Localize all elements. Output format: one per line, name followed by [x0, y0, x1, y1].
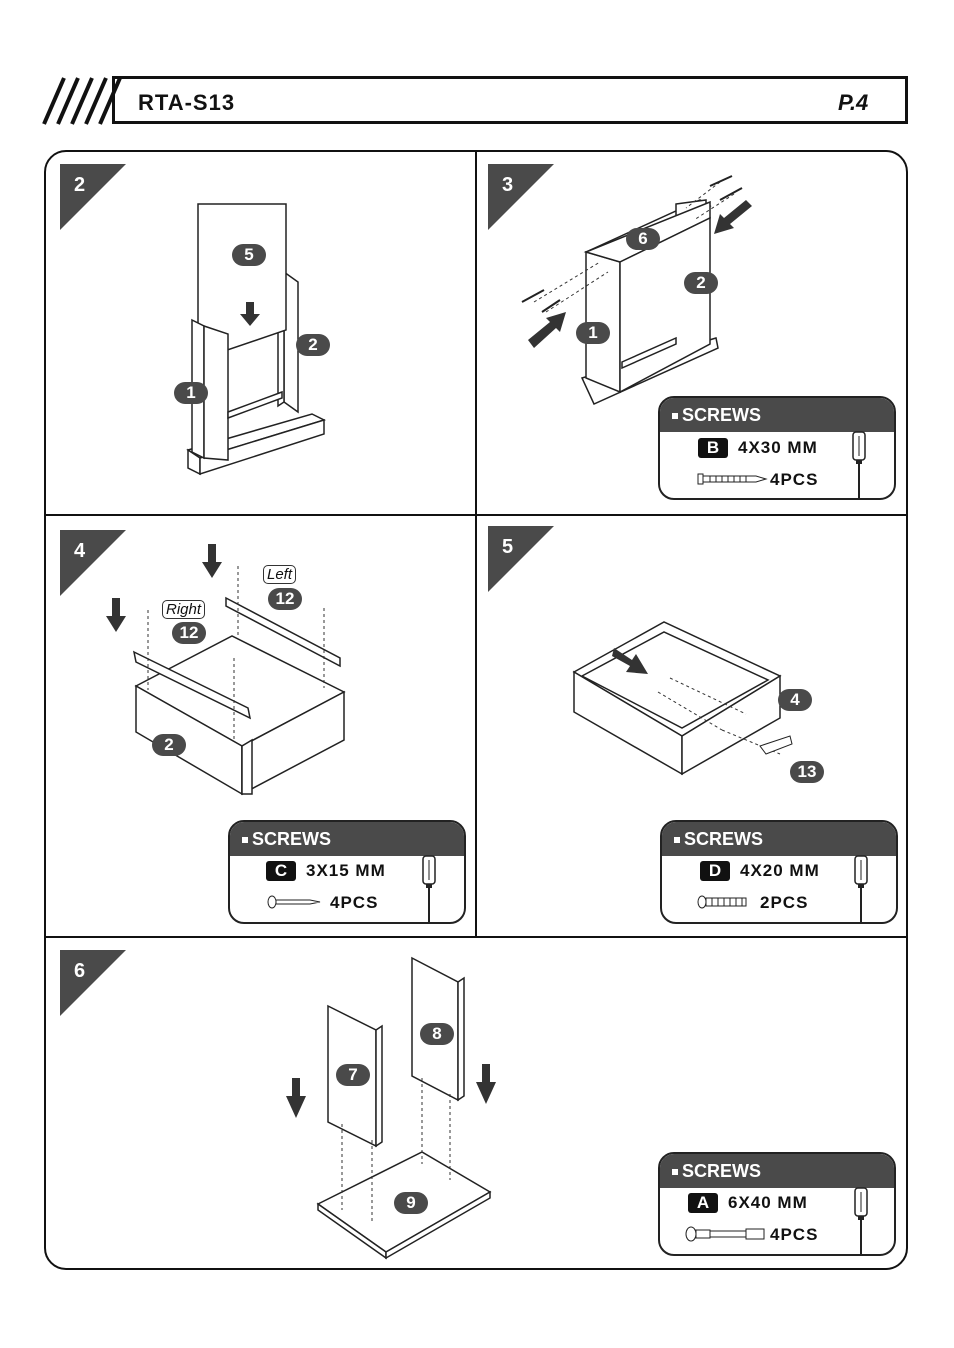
screwdriver-icon	[852, 431, 866, 498]
step-number: 5	[502, 536, 514, 558]
part-label: 2	[684, 272, 718, 294]
screw-code: A	[688, 1193, 718, 1213]
screw-quantity: 2PCS	[760, 893, 809, 912]
part-label: 13	[790, 761, 824, 783]
header-stripes-icon	[42, 77, 122, 125]
triangle-badge-icon	[488, 164, 554, 230]
part-label: 8	[420, 1023, 454, 1045]
screw-quantity: 4PCS	[770, 1225, 819, 1244]
header-bar	[112, 76, 908, 124]
screw-icon	[267, 895, 321, 909]
step-number: 6	[74, 960, 86, 982]
step-number: 4	[74, 540, 86, 562]
slide-side-tag: Right	[162, 600, 206, 619]
slide-side-tag: Left	[263, 565, 297, 584]
screws-title: SCREWS	[660, 1154, 894, 1188]
step-number: 3	[502, 174, 514, 196]
screw-icon	[685, 1226, 765, 1242]
model-number: RTA-S13	[138, 90, 236, 115]
screws-box: SCREWS	[660, 820, 898, 924]
part-label: 1	[174, 382, 208, 404]
screw-code: C	[266, 861, 296, 881]
screwdriver-icon	[422, 855, 436, 922]
screw-spec: 4X20 MM	[740, 861, 820, 880]
triangle-badge-icon	[60, 164, 126, 230]
part-label: 12	[172, 622, 206, 644]
screw-icon	[697, 473, 768, 485]
screwdriver-icon	[854, 855, 868, 922]
part-label: 1	[576, 322, 610, 344]
screwdriver-icon	[854, 1187, 868, 1254]
triangle-badge-icon	[488, 526, 554, 592]
screws-title: SCREWS	[660, 398, 894, 432]
screw-code: D	[700, 861, 730, 881]
step-2-drawing	[186, 203, 327, 476]
step-5-drawing	[572, 621, 793, 776]
screws-box: SCREWS	[658, 1152, 896, 1256]
triangle-badge-icon	[60, 530, 126, 596]
page-number: P.4	[838, 90, 869, 115]
screw-quantity: 4PCS	[330, 893, 379, 912]
screws-title: SCREWS	[662, 822, 896, 856]
step-3-drawing	[521, 175, 752, 405]
divider	[44, 514, 908, 516]
screws-title: SCREWS	[230, 822, 464, 856]
step-number: 2	[74, 174, 86, 196]
part-label: 2	[152, 734, 186, 756]
screw-spec: 4X30 MM	[738, 438, 818, 457]
screw-code: B	[698, 438, 728, 458]
screw-quantity: 4PCS	[770, 470, 819, 489]
part-label: 5	[232, 244, 266, 266]
step-4-drawing	[106, 544, 346, 796]
screw-spec: 6X40 MM	[728, 1193, 808, 1212]
part-label: 12	[268, 588, 302, 610]
divider	[44, 936, 908, 938]
screw-spec: 3X15 MM	[306, 861, 386, 880]
part-label: 6	[626, 228, 660, 250]
divider	[475, 150, 477, 936]
screw-icon	[697, 895, 747, 909]
triangle-badge-icon	[60, 950, 126, 1016]
part-label: 2	[296, 334, 330, 356]
part-label: 4	[778, 689, 812, 711]
part-label: 9	[394, 1192, 428, 1214]
part-label: 7	[336, 1064, 370, 1086]
